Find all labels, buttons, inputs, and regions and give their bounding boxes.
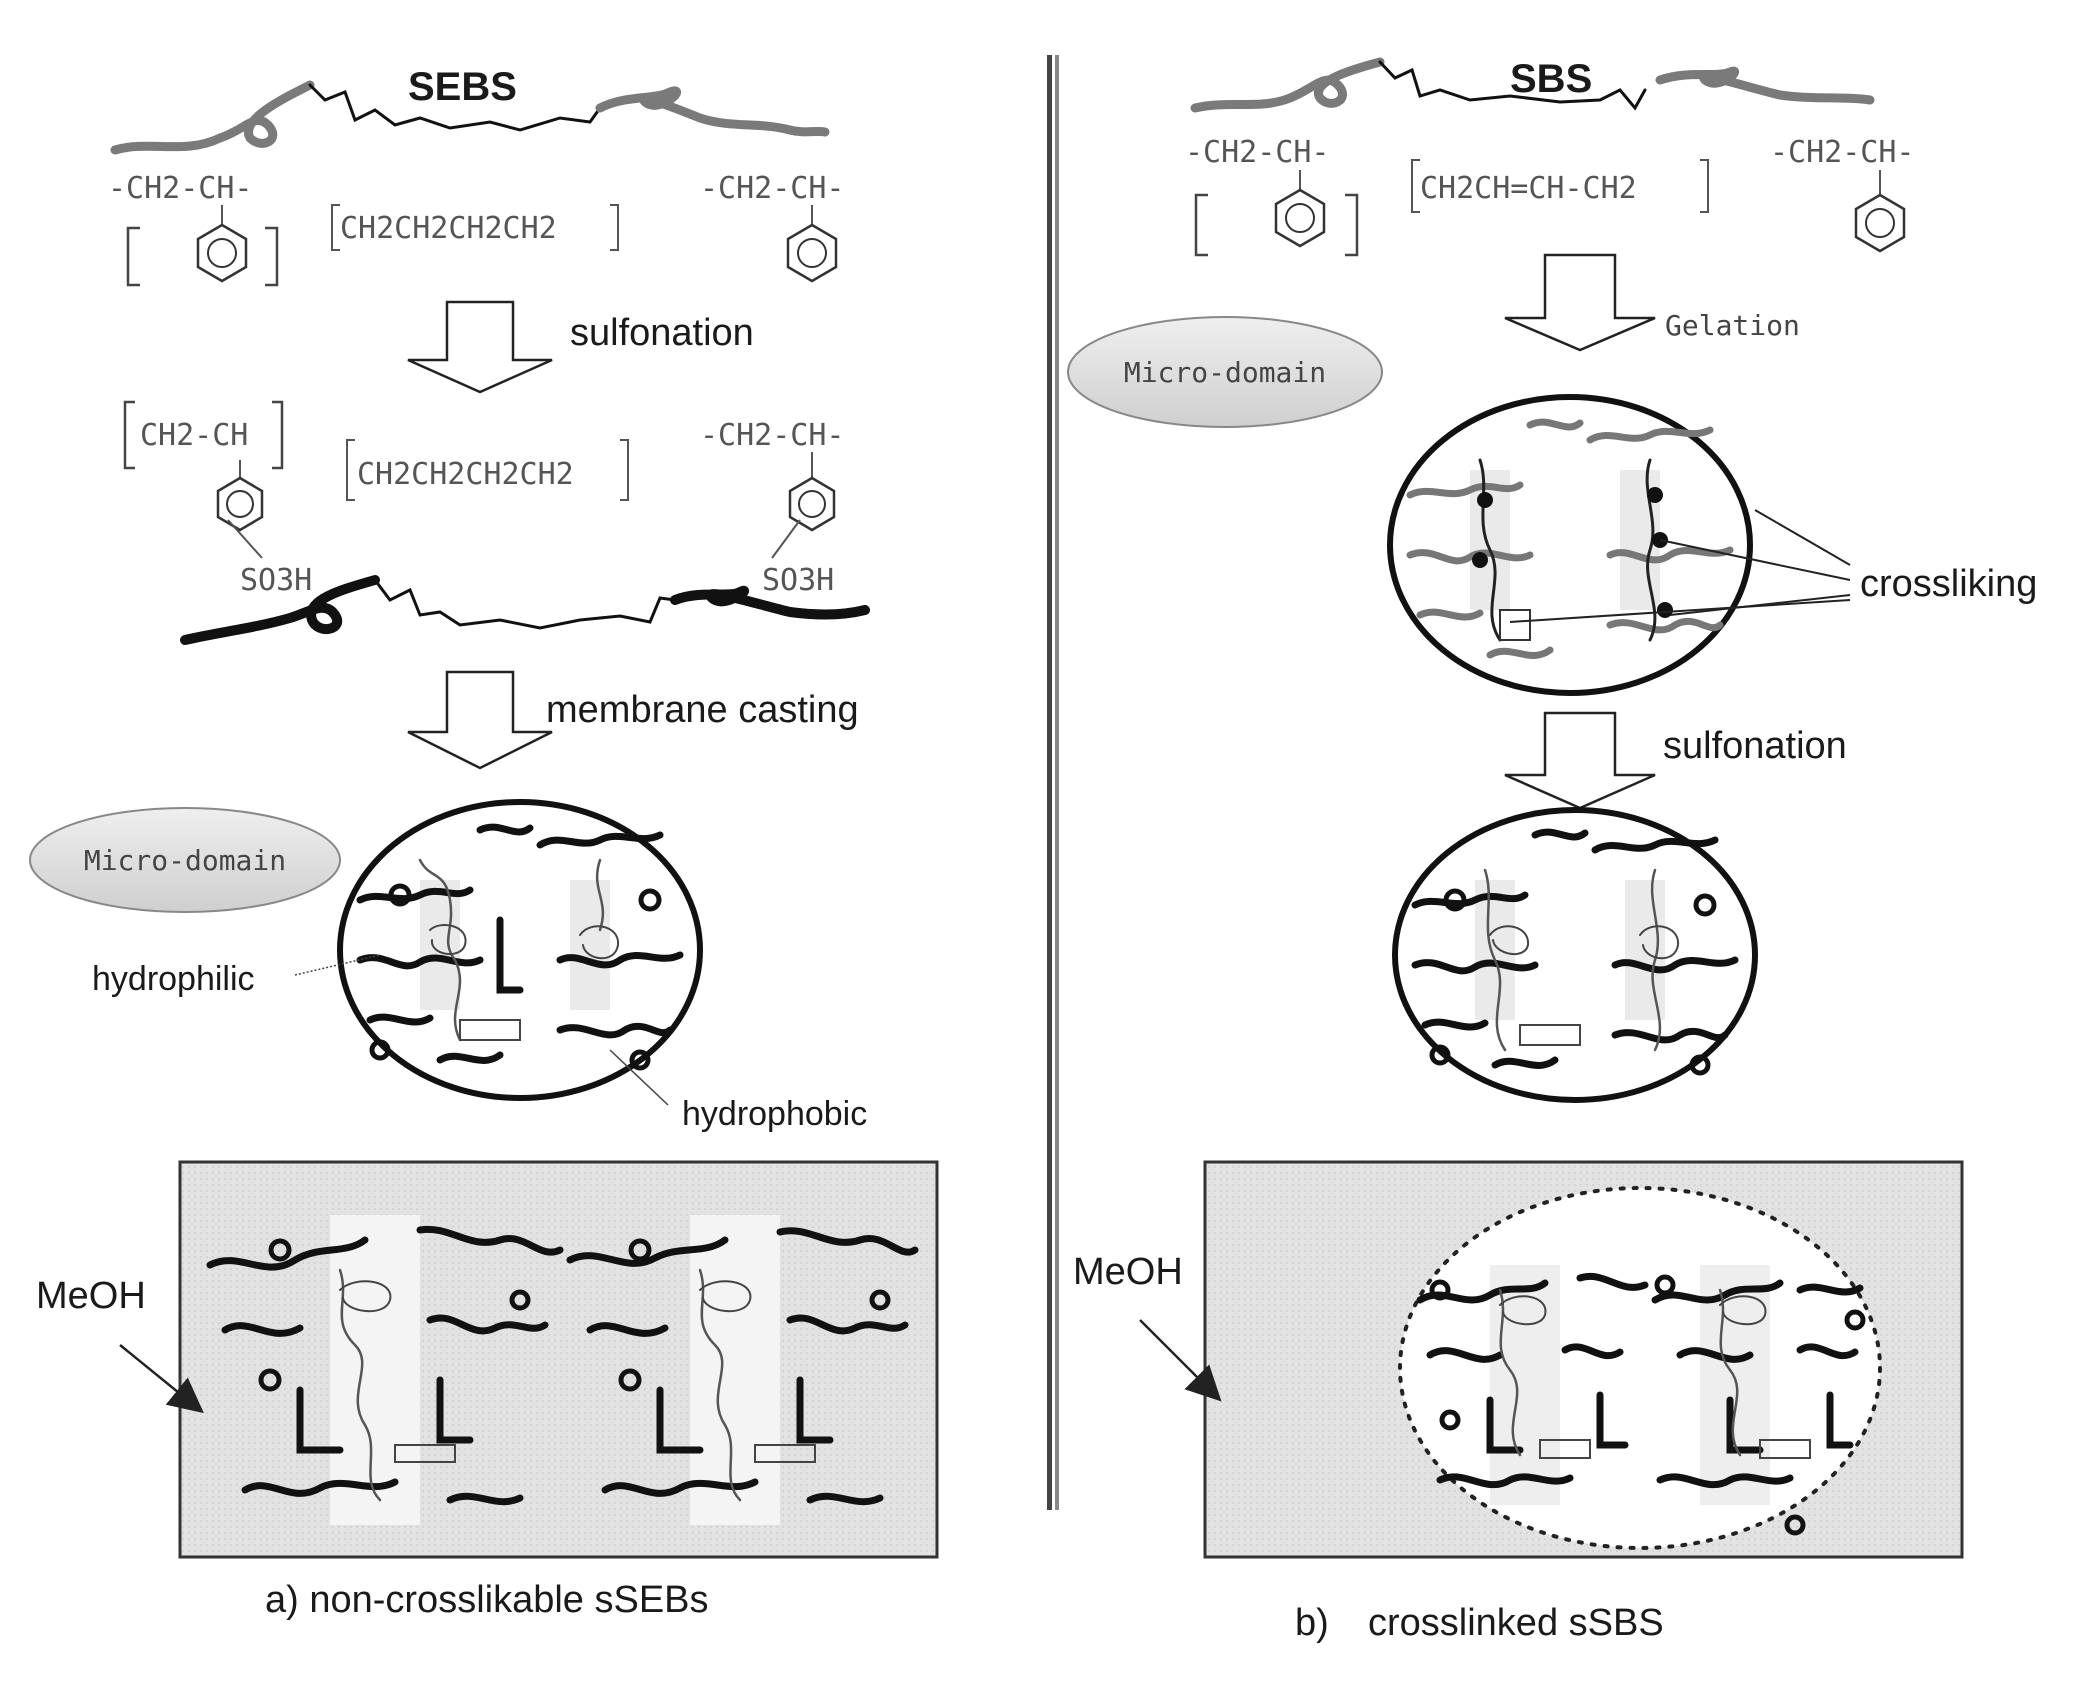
sebs-title: SEBS xyxy=(408,65,517,109)
left-meoh-box xyxy=(178,1160,939,1559)
right-caption: crosslinked sSBS xyxy=(1368,1602,1664,1644)
benzene-ring-icon xyxy=(788,476,836,532)
left-micro-domain-pill: Micro-domain xyxy=(29,807,341,913)
sebs-structure: -CH2-CH- CH2CH2CH2CH2 -CH2-CH- xyxy=(108,171,845,287)
right-gel-ellipse xyxy=(1387,394,1753,696)
hollow-down-arrow-icon xyxy=(407,300,553,394)
right-meoh-arrow xyxy=(1139,1319,1222,1402)
left-arrow-membrane: membrane casting xyxy=(407,670,859,770)
right-micro-domain-pill: Micro-domain xyxy=(1067,316,1383,428)
right-meoh-box xyxy=(1070,1160,1964,1559)
sebs-eb-unit: CH2CH2CH2CH2 xyxy=(340,211,557,246)
sbs-butadiene-unit: CH2CH=CH-CH2 xyxy=(1420,171,1637,206)
left-panel: SEBS -CH2-CH- CH2CH2CH2CH2 -CH2-CH- xyxy=(29,65,939,1621)
benzene-ring-icon xyxy=(1274,188,1326,248)
benzene-ring-icon xyxy=(1854,193,1906,253)
panel-divider xyxy=(1047,55,1059,1510)
left-phase-labels: hydrophilic hydrophobic xyxy=(92,954,867,1133)
sbs-chain: SBS xyxy=(1190,57,1875,113)
ssebs-styrene-unit-right: -CH2-CH- xyxy=(700,418,845,453)
hydrophobic-label: hydrophobic xyxy=(682,1095,867,1133)
hollow-down-arrow-icon xyxy=(407,670,553,770)
right-caption-letter: b) xyxy=(1295,1602,1329,1644)
benzene-ring-icon xyxy=(196,223,248,283)
right-arrow-gelation: Gelation xyxy=(1504,253,1800,352)
benzene-ring-icon xyxy=(216,476,264,532)
left-micro-domain-ellipse xyxy=(337,799,703,1101)
right-arrow-sulfonation: sulfonation xyxy=(1504,711,1847,810)
sebs-chain: SEBS xyxy=(110,65,830,155)
left-step-sulfonation: sulfonation xyxy=(570,312,754,354)
hydrophilic-label: hydrophilic xyxy=(92,960,255,998)
right-step-sulfonation: sulfonation xyxy=(1663,725,1847,767)
right-meoh-label: MeOH xyxy=(1073,1251,1183,1293)
ssebs-styrene-unit: CH2-CH xyxy=(140,418,248,453)
right-micro-domain-label: Micro-domain xyxy=(1124,356,1326,389)
ssebs-eb-unit: CH2CH2CH2CH2 xyxy=(357,457,574,492)
crosslinking-annotation: crossliking xyxy=(1509,509,2037,623)
sebs-styrene-unit: -CH2-CH- xyxy=(108,171,253,206)
sbs-structure: -CH2-CH- CH2CH=CH-CH2 -CH2-CH- xyxy=(1185,135,1915,257)
hollow-down-arrow-icon xyxy=(1504,711,1656,810)
sbs-title: SBS xyxy=(1510,57,1592,101)
left-meoh-label: MeOH xyxy=(36,1275,146,1317)
sebs-styrene-unit-right: -CH2-CH- xyxy=(700,171,845,206)
crosslinking-label: crossliking xyxy=(1860,563,2037,605)
sbs-styrene-unit-right: -CH2-CH- xyxy=(1770,135,1915,170)
benzene-ring-icon xyxy=(786,223,838,283)
sbs-styrene-unit: -CH2-CH- xyxy=(1185,135,1330,170)
right-sulfonated-ellipse xyxy=(1392,807,1758,1103)
right-panel: SBS -CH2-CH- CH2CH=CH-CH2 -CH2-CH- xyxy=(1067,57,2037,1644)
ssebs-chain xyxy=(180,575,870,645)
ssebs-sulfonic-group: SO3H xyxy=(240,563,312,598)
left-caption: a) non-crosslikable sSEBs xyxy=(265,1579,709,1621)
ssebs-sulfonic-group-right: SO3H xyxy=(762,563,834,598)
right-step-gelation: Gelation xyxy=(1665,309,1800,342)
left-step-membrane-casting: membrane casting xyxy=(546,689,859,731)
left-meoh-arrow xyxy=(119,1344,204,1414)
left-micro-domain-label: Micro-domain xyxy=(84,844,286,877)
ssebs-structure: CH2-CH SO3H CH2CH2CH2CH2 -CH2-CH- SO3H xyxy=(123,400,845,598)
hollow-down-arrow-icon xyxy=(1504,253,1656,352)
left-arrow-sulfonation: sulfonation xyxy=(407,300,754,394)
